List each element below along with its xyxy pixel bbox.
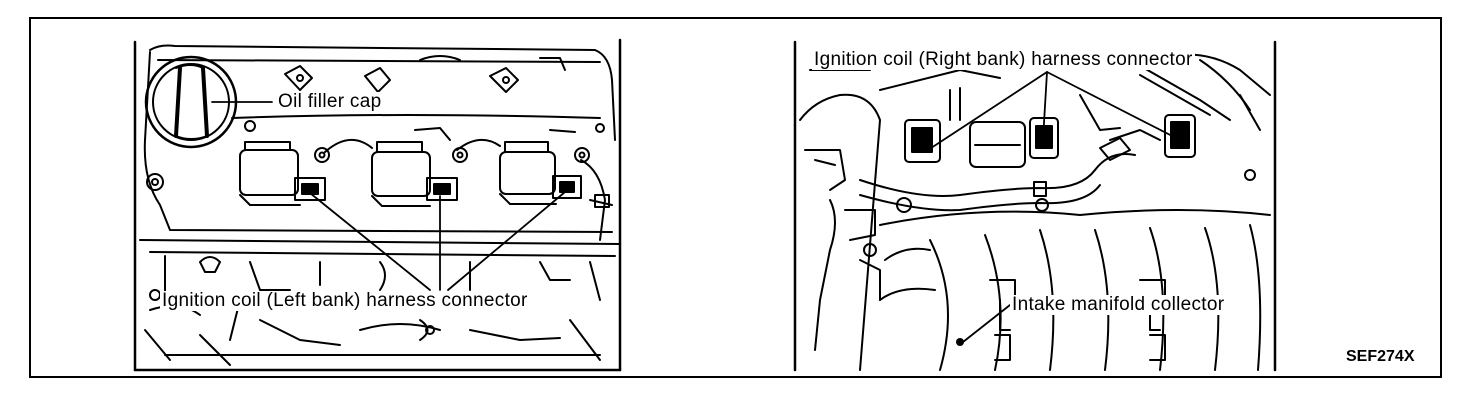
intake-manifold-label: Intake manifold collector (1010, 294, 1227, 315)
oil-filler-cap-label: Oil filler cap (276, 91, 384, 112)
right-bank-connector-label: Ignition coil (Right bank) harness conne… (812, 49, 1195, 70)
right-coil-pack-1 (904, 119, 941, 163)
left-bank-connector-label: Ignition coil (Left bank) harness connec… (160, 290, 530, 311)
left-engine-illustration (133, 38, 622, 372)
right-coil-pack-3 (1164, 114, 1196, 158)
coil-pack-3 (499, 141, 582, 205)
figure-frame (29, 17, 1442, 378)
figure-code: SEF274X (1346, 348, 1415, 365)
right-engine-illustration (793, 40, 1277, 372)
coil-pack-2 (371, 141, 458, 207)
coil-pack-1 (239, 141, 326, 206)
